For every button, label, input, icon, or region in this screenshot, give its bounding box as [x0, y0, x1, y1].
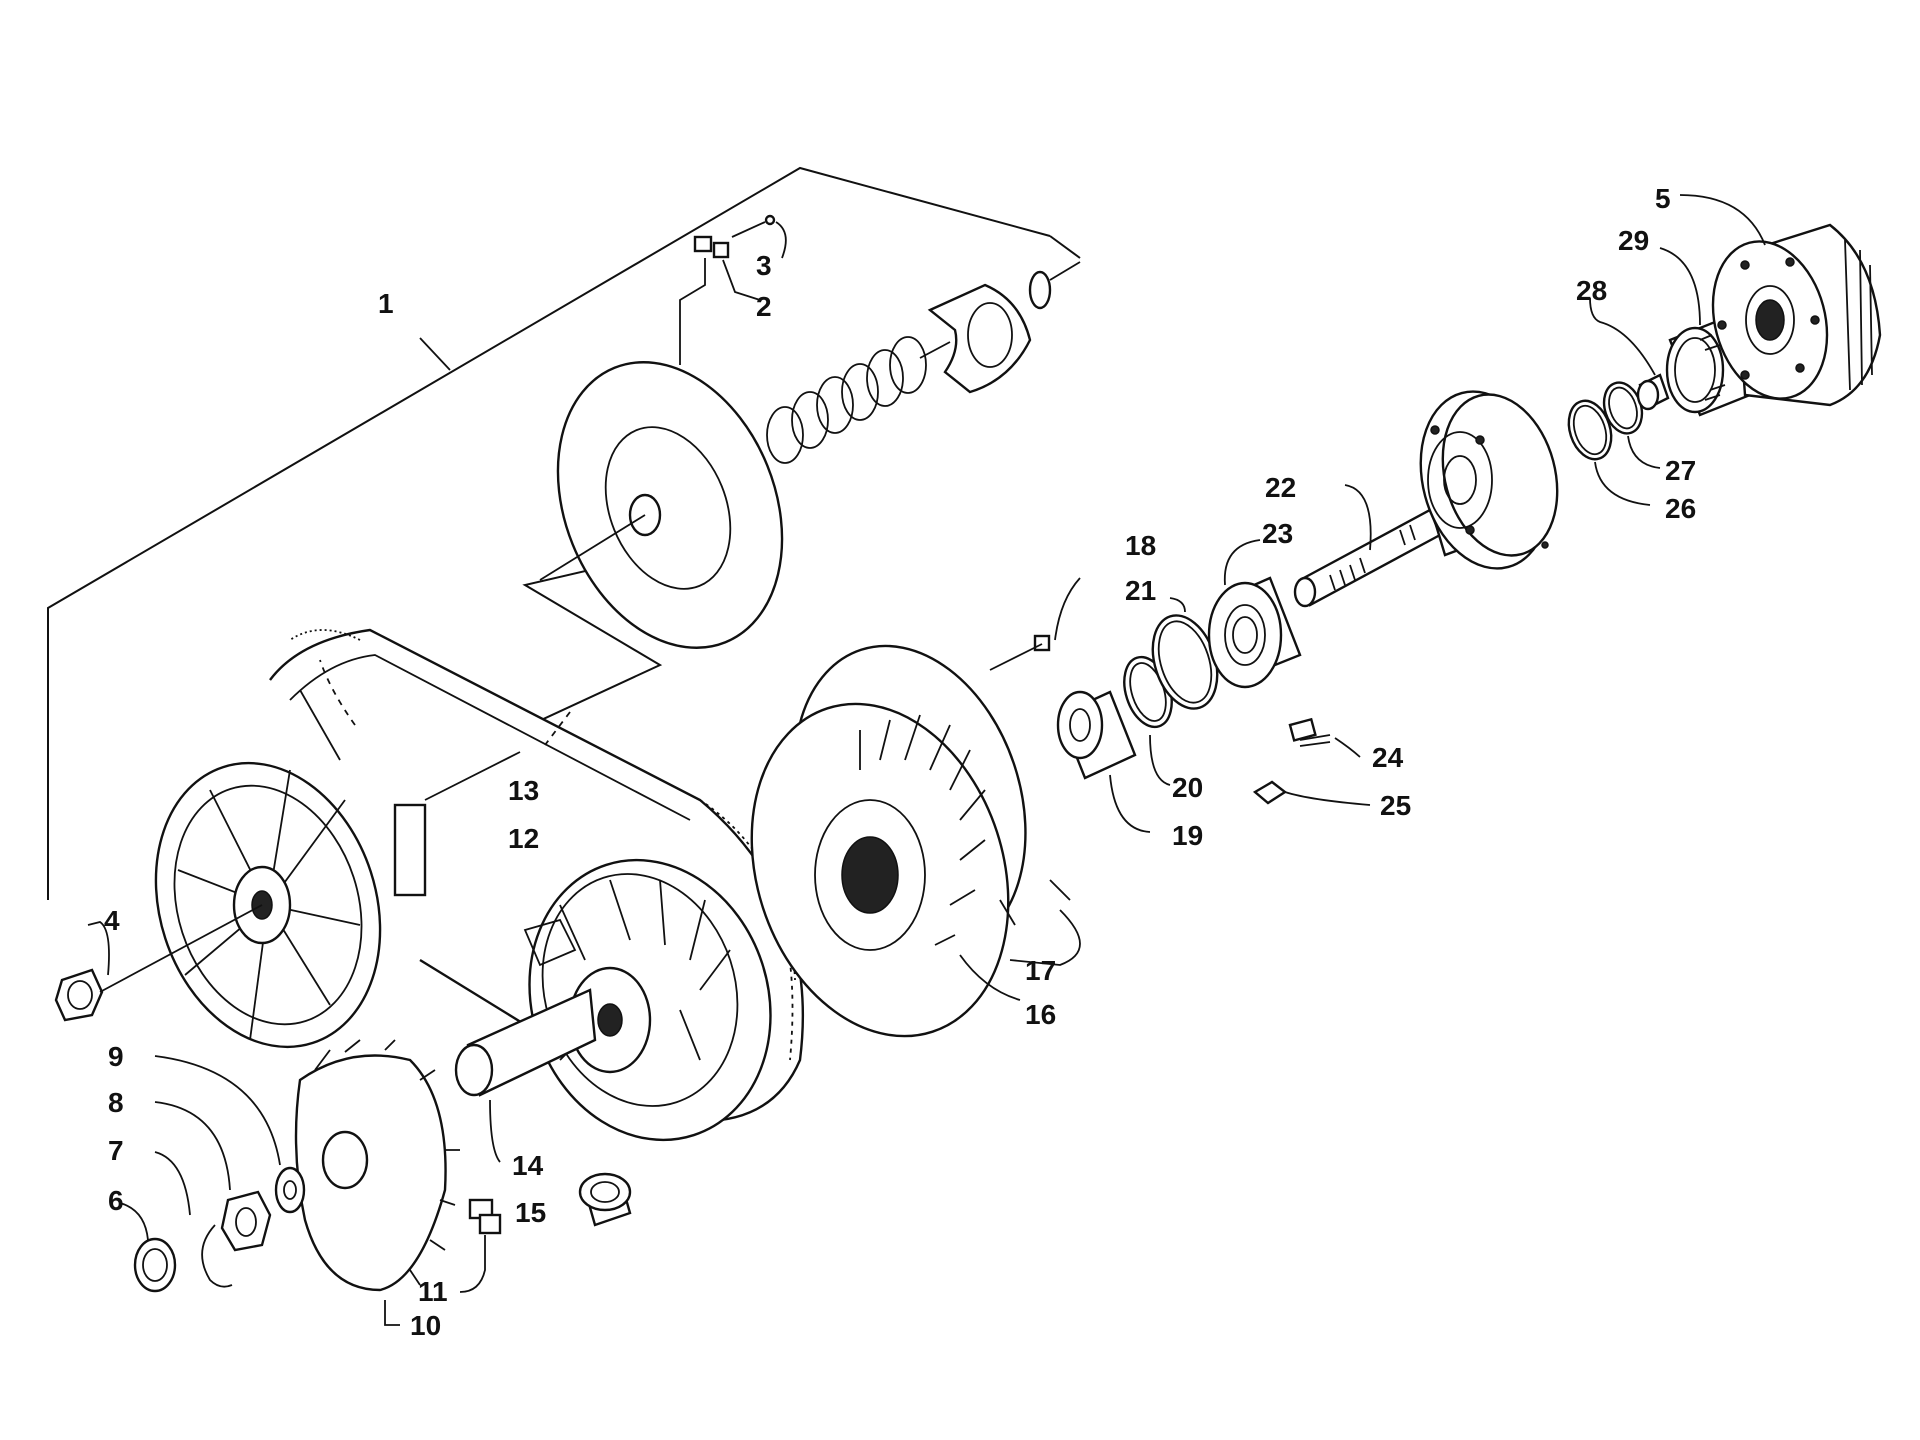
callout-11: 11 [418, 1276, 448, 1307]
callout-28: 28 [1576, 275, 1607, 306]
plate-17 [999, 879, 1081, 966]
driven-movable-sheave [539, 361, 784, 649]
spring [766, 336, 951, 464]
callout-9: 9 [108, 1041, 124, 1072]
callout-2: 2 [756, 291, 772, 322]
callout-5: 5 [1655, 183, 1671, 214]
callout-4: 4 [104, 905, 120, 936]
callout-7: 7 [108, 1135, 124, 1166]
callout-20: 20 [1172, 772, 1203, 803]
seal-6 [119, 1202, 177, 1293]
ring-21 [1151, 597, 1219, 710]
bushing-28 [1589, 297, 1670, 411]
callout-14: 14 [512, 1150, 544, 1181]
callout-27: 27 [1665, 455, 1696, 486]
callout-22: 22 [1265, 472, 1296, 503]
bearing-23 [1207, 539, 1302, 689]
screw-3 [731, 214, 787, 259]
callout-10: 10 [410, 1310, 441, 1341]
snap-ring [1028, 261, 1081, 310]
clip-25 [1252, 780, 1371, 806]
callout-3: 3 [756, 250, 772, 281]
callout-6: 6 [108, 1185, 124, 1216]
bushing-8 [154, 1101, 272, 1252]
screw-18 [989, 577, 1081, 671]
bushing-15 [578, 1172, 632, 1227]
callout-18: 18 [1125, 530, 1156, 561]
ring-26 [1567, 399, 1651, 506]
callout-13: 13 [508, 775, 539, 806]
callout-labels: 1 2 3 4 5 6 7 8 9 10 11 12 13 14 15 16 1… [104, 183, 1696, 1341]
slider-11 [459, 1198, 502, 1293]
cover-plate-10 [294, 1039, 460, 1326]
callout-12: 12 [508, 823, 539, 854]
clutch-hub [1419, 390, 1559, 570]
callout-23: 23 [1262, 518, 1293, 549]
bolt-24 [1288, 717, 1361, 758]
fixed-sheave [154, 751, 521, 1049]
clutch-5 [1679, 194, 1882, 407]
nut-4 [54, 904, 263, 1022]
collar-19 [1056, 690, 1151, 833]
callout-19: 19 [1172, 820, 1203, 851]
washer-9 [154, 1055, 306, 1214]
callout-15: 15 [515, 1197, 546, 1228]
circlip-7 [154, 1151, 233, 1288]
slider-button-2 [679, 235, 761, 365]
shaft-14 [454, 988, 597, 1163]
callout-8: 8 [108, 1087, 124, 1118]
callout-24: 24 [1372, 742, 1404, 773]
callout-25: 25 [1380, 790, 1411, 821]
callout-1: 1 [378, 288, 394, 319]
callout-16: 16 [1025, 999, 1056, 1030]
callout-26: 26 [1665, 493, 1696, 524]
ring-27 [1602, 381, 1661, 469]
callout-29: 29 [1618, 225, 1649, 256]
callout-21: 21 [1125, 575, 1156, 606]
primary-movable-sheave [523, 858, 794, 1142]
callout-17: 17 [1025, 955, 1056, 986]
helix-cam [927, 283, 1032, 394]
clutch-drum-16 [750, 644, 1027, 1038]
bearing-29 [1659, 247, 1752, 417]
